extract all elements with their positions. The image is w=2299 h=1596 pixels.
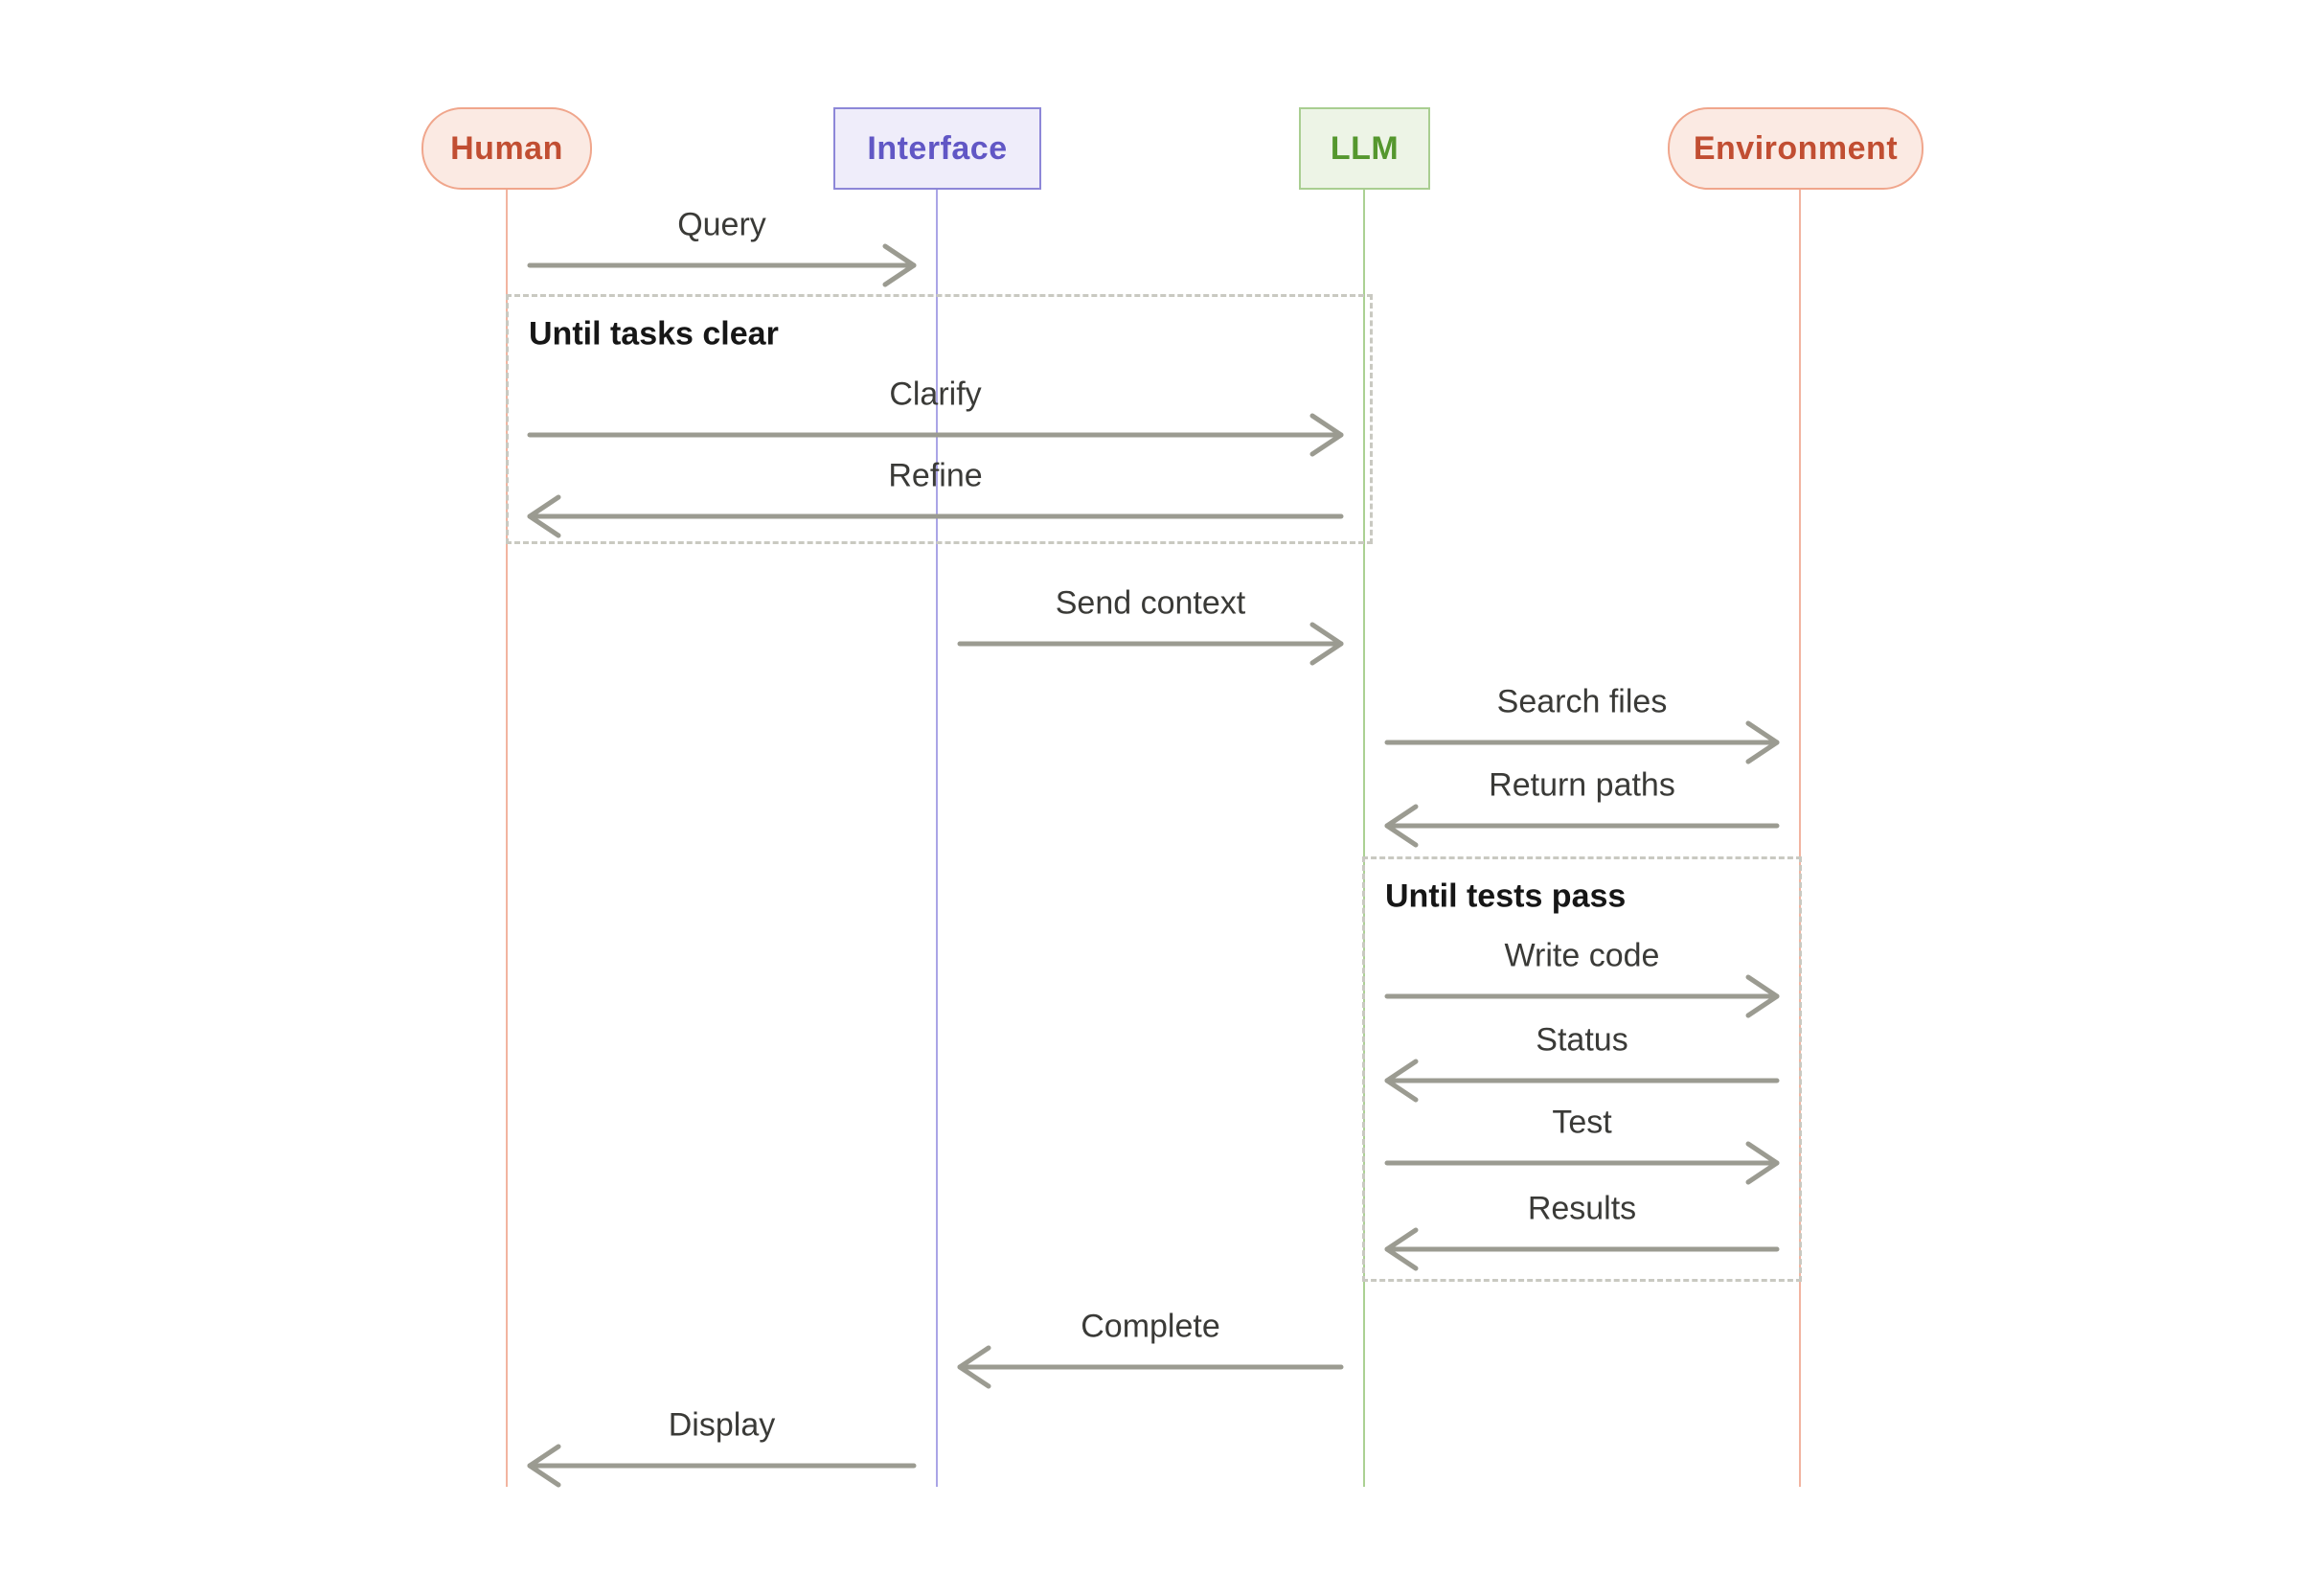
message-label-results: Results: [1527, 1190, 1637, 1227]
message-label-return_paths: Return paths: [1489, 766, 1675, 804]
message-arrow-clarify: [527, 413, 1344, 457]
message-arrow-search_files: [1384, 720, 1780, 764]
lifeline-environment: [1799, 190, 1801, 1487]
message-arrow-write_code: [1384, 974, 1780, 1018]
message-arrow-send_context: [957, 622, 1344, 666]
message-arrow-results: [1384, 1227, 1780, 1271]
message-label-display: Display: [668, 1406, 776, 1444]
message-arrow-display: [527, 1444, 917, 1488]
actor-human: Human: [421, 107, 592, 190]
lifeline-llm: [1363, 190, 1365, 1487]
message-arrow-status: [1384, 1059, 1780, 1103]
actor-interface: Interface: [833, 107, 1041, 190]
loop-title-until_tasks_clear: Until tasks clear: [529, 315, 779, 353]
message-arrow-complete: [957, 1345, 1344, 1389]
loop-box-until_tasks_clear: [506, 294, 1373, 544]
lifeline-interface: [936, 190, 938, 1487]
message-arrow-refine: [527, 494, 1344, 538]
message-label-complete: Complete: [1081, 1308, 1220, 1345]
message-label-status: Status: [1536, 1021, 1628, 1059]
message-label-test: Test: [1552, 1104, 1612, 1141]
loop-title-until_tests_pass: Until tests pass: [1385, 878, 1627, 915]
message-label-search_files: Search files: [1496, 683, 1668, 720]
message-label-query: Query: [677, 206, 766, 243]
message-label-refine: Refine: [888, 457, 983, 494]
actor-environment: Environment: [1668, 107, 1923, 190]
lifeline-human: [506, 190, 508, 1487]
message-label-clarify: Clarify: [889, 376, 982, 413]
message-arrow-test: [1384, 1141, 1780, 1185]
message-label-send_context: Send context: [1055, 584, 1246, 622]
loop-box-until_tests_pass: [1362, 856, 1802, 1282]
message-arrow-query: [527, 243, 917, 287]
message-label-write_code: Write code: [1504, 937, 1660, 974]
message-arrow-return_paths: [1384, 804, 1780, 848]
actor-llm: LLM: [1299, 107, 1430, 190]
